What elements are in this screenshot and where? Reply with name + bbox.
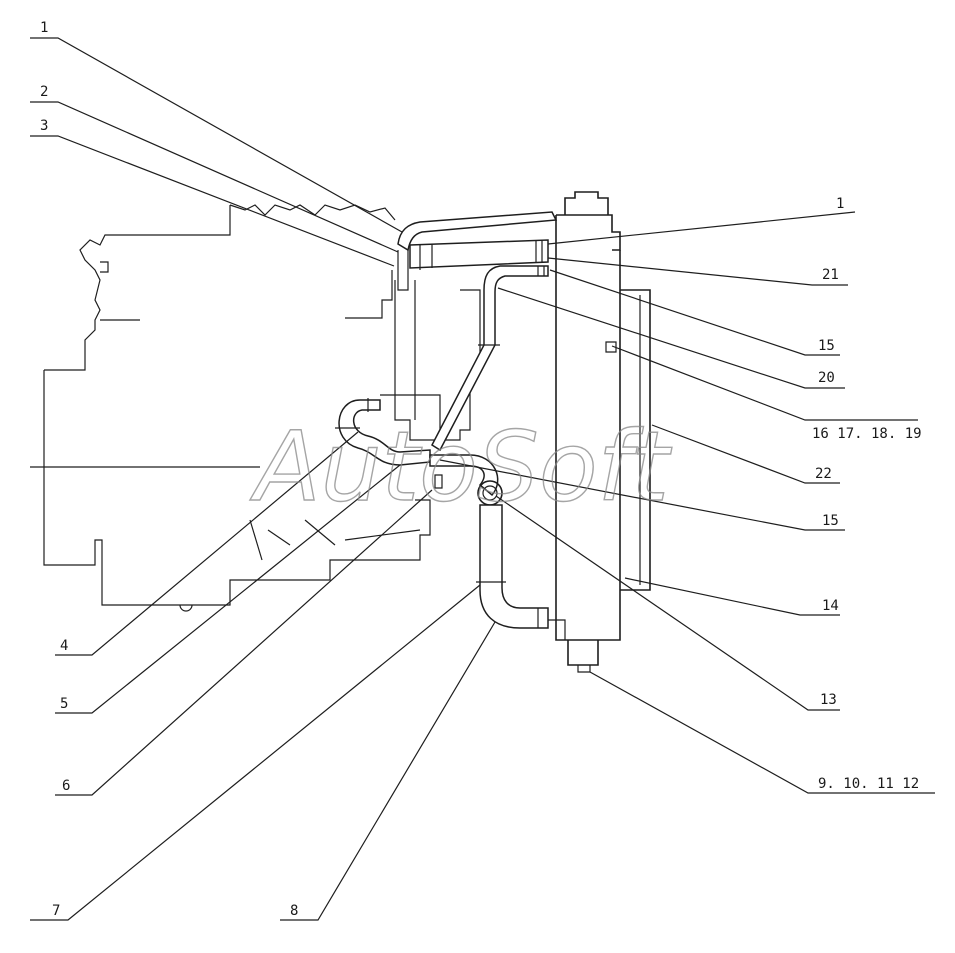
callout-22: 22 (815, 466, 832, 482)
callout-1-right: 1 (836, 196, 844, 212)
callout-7: 7 (52, 903, 60, 919)
callout-5: 5 (60, 696, 68, 712)
callout-14: 14 (822, 598, 839, 614)
callout-labels: 1 2 3 1 21 15 20 16 17. 18. 19 22 15 14 … (40, 20, 922, 919)
callout-15-upper: 15 (818, 338, 835, 354)
callout-3: 3 (40, 118, 48, 134)
lower-hose-assembly (335, 398, 549, 629)
callout-1-left: 1 (40, 20, 48, 36)
callout-15-lower: 15 (822, 513, 839, 529)
leader-lines (30, 37, 935, 921)
callout-16-19: 16 17. 18. 19 (812, 426, 922, 442)
upper-hose-assembly (397, 211, 558, 452)
callout-21: 21 (822, 267, 839, 283)
watermark-text: AutoSoft (249, 411, 672, 523)
radiator (548, 191, 651, 673)
callout-20: 20 (818, 370, 835, 386)
callout-6: 6 (62, 778, 70, 794)
callout-8: 8 (290, 903, 298, 919)
callout-13: 13 (820, 692, 837, 708)
callout-9-12: 9. 10. 11 12 (818, 776, 919, 792)
callout-4: 4 (60, 638, 68, 654)
callout-2: 2 (40, 84, 48, 100)
